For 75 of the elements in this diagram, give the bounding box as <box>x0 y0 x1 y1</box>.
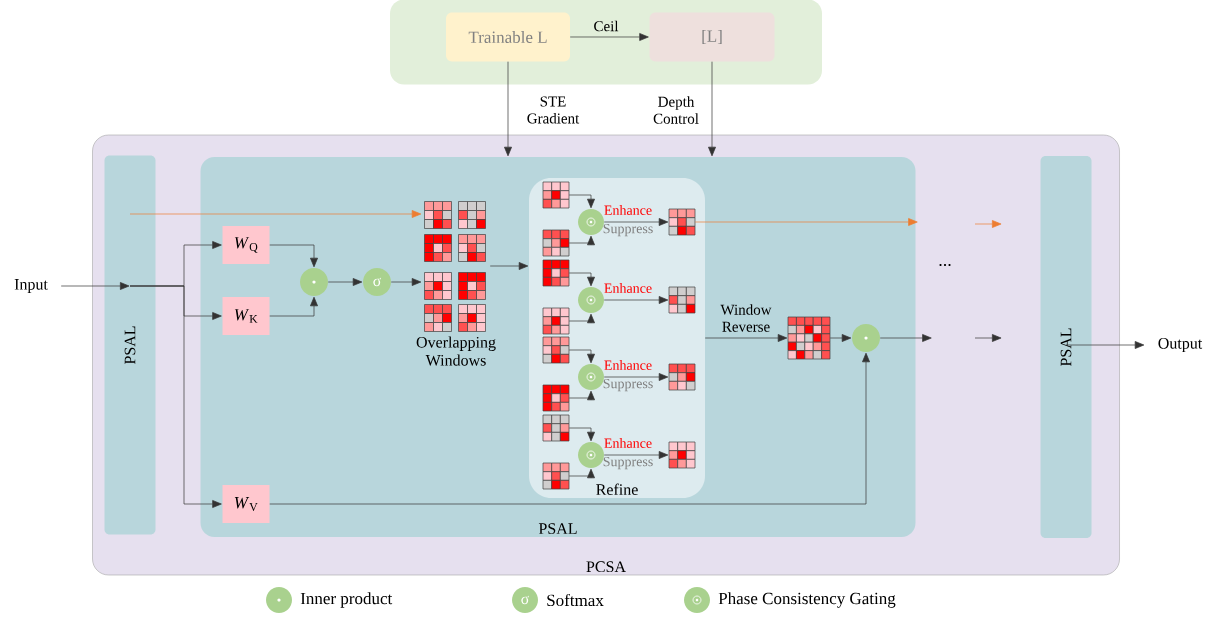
window-grid-drawing <box>668 441 696 469</box>
io-label: Output <box>1158 338 1203 352</box>
arrow <box>829 334 852 342</box>
gating-circle <box>578 287 604 313</box>
arrow <box>603 373 669 381</box>
process-box: W$_{V}$ <box>222 485 270 523</box>
inner-product-circle <box>300 268 328 296</box>
gate-label: Suppress <box>603 456 653 470</box>
gate-label: Enhance <box>604 205 652 215</box>
window-grid-drawing <box>787 316 831 360</box>
edge-label: Depth Control <box>653 96 699 124</box>
arrow <box>568 272 595 287</box>
window-grid-drawing <box>542 259 570 287</box>
gating-circle <box>578 364 604 390</box>
window-grid-drawing <box>668 286 696 314</box>
window-grid-drawing: Overlapping Windows <box>416 201 496 366</box>
arrow <box>568 349 595 364</box>
arrow <box>60 282 130 290</box>
arrow <box>603 218 669 226</box>
legend-symbol-text: σ <box>521 595 530 605</box>
arrow <box>568 427 595 442</box>
gate-label: Enhance <box>604 360 652 370</box>
layer-bar: PSAL <box>104 155 156 535</box>
arrow <box>568 313 595 324</box>
gate-label: Suppress <box>603 378 653 392</box>
arrow <box>269 244 318 268</box>
arrow <box>269 352 870 505</box>
gate-label: Suppress <box>603 223 653 237</box>
gating-circle <box>578 442 604 468</box>
inner-product-circle <box>852 324 880 352</box>
window-grid-drawing <box>542 384 570 412</box>
io-label: Input <box>14 279 48 293</box>
process-box: Trainable L <box>446 12 570 62</box>
arrow <box>603 296 669 304</box>
arrow <box>569 33 649 41</box>
window-grid-drawing <box>542 414 570 442</box>
edge-label: Window Reverse <box>720 304 772 332</box>
arrow <box>568 194 595 209</box>
window-grid-drawing <box>542 181 570 209</box>
window-grid-drawing <box>668 208 696 236</box>
arrow <box>568 390 595 401</box>
layer-bar: PSAL <box>1040 156 1092 538</box>
gating-circle <box>578 209 604 235</box>
process-box: W$_{K}$ <box>222 297 270 335</box>
process-box: W$_{Q}$ <box>222 226 270 264</box>
ellipsis: ... <box>939 263 951 267</box>
arrow <box>390 278 422 286</box>
arrow <box>603 451 669 459</box>
arrow <box>1065 341 1145 349</box>
node-label: Overlapping Windows <box>416 336 496 366</box>
edge-label: STE Gradient <box>527 96 580 124</box>
arrow <box>568 235 595 246</box>
window-grid-drawing <box>542 336 570 364</box>
arrow <box>269 296 318 317</box>
arrow <box>704 334 788 342</box>
arrow <box>708 61 716 157</box>
window-grid-drawing <box>542 307 570 335</box>
arrow <box>694 218 918 226</box>
arrow <box>489 262 529 270</box>
window-grid-drawing <box>668 363 696 391</box>
arrow <box>879 334 932 342</box>
arrow <box>129 210 422 218</box>
arrow <box>129 285 222 508</box>
window-grid-drawing <box>542 229 570 257</box>
process-box: [L] <box>649 12 775 62</box>
arrow <box>327 278 363 286</box>
arrow <box>504 61 512 157</box>
legend-label: Softmax <box>547 593 604 607</box>
legend-label: Inner product <box>300 592 393 608</box>
legend-label: Phase Consistency Gating <box>718 592 896 608</box>
gate-label: Enhance <box>604 283 652 293</box>
window-grid-drawing <box>542 462 570 490</box>
gate-label: Enhance <box>604 438 652 448</box>
edge-label: Ceil <box>594 20 619 32</box>
arrow <box>568 468 595 479</box>
